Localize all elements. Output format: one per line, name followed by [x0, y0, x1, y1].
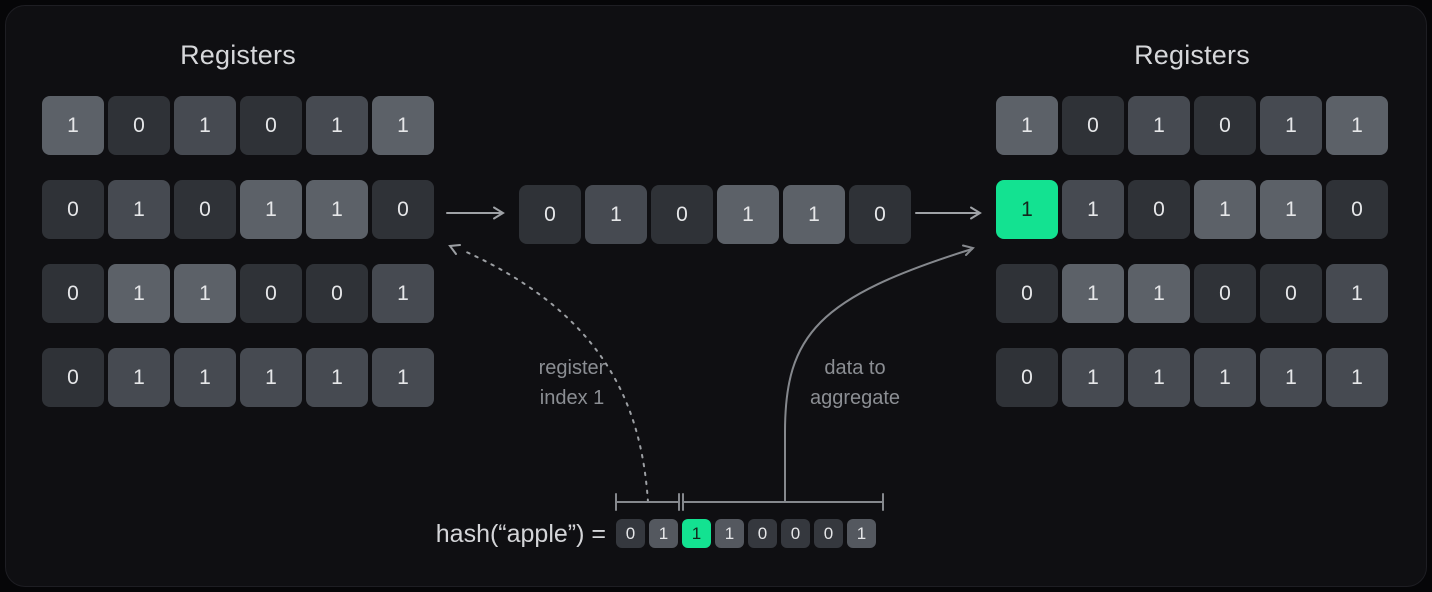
left-register-cell: 1 — [306, 96, 368, 155]
left-register-cell: 1 — [108, 180, 170, 239]
right-register-cell: 1 — [1326, 348, 1388, 407]
left-register-cell: 1 — [174, 96, 236, 155]
left-register-cell: 0 — [42, 348, 104, 407]
register-index-label-line1: register — [538, 357, 606, 379]
register-index-label: register index 1 — [452, 353, 692, 413]
left-register-cell: 1 — [174, 348, 236, 407]
right-register-cell: 1 — [1260, 348, 1322, 407]
hash-bit: 0 — [781, 519, 810, 548]
right-register-cell: 0 — [1128, 180, 1190, 239]
register-index-label-line2: index 1 — [539, 387, 605, 409]
left-register-cell: 0 — [240, 264, 302, 323]
right-register-cell: 1 — [1128, 96, 1190, 155]
left-register-cell: 1 — [306, 180, 368, 239]
right-register-cell: 0 — [1260, 264, 1322, 323]
incoming-value-cell: 1 — [585, 185, 647, 244]
left-register-cell: 1 — [42, 96, 104, 155]
incoming-value-cell: 1 — [717, 185, 779, 244]
left-register-cell: 0 — [306, 264, 368, 323]
right-register-cell: 1 — [1128, 264, 1190, 323]
right-register-cell: 1 — [1062, 264, 1124, 323]
right-register-cell: 1 — [1194, 180, 1256, 239]
left-register-cell: 1 — [108, 348, 170, 407]
right-register-cell: 1 — [1326, 96, 1388, 155]
hash-bit: 1 — [847, 519, 876, 548]
right-registers-title: Registers — [1134, 40, 1250, 70]
left-register-cell: 1 — [372, 96, 434, 155]
right-register-cell: 0 — [1062, 96, 1124, 155]
left-register-cell: 1 — [240, 348, 302, 407]
right-register-cell: 0 — [996, 264, 1058, 323]
right-register-cell: 1 — [1128, 348, 1190, 407]
left-registers-title: Registers — [180, 40, 296, 70]
incoming-value-cell: 0 — [849, 185, 911, 244]
left-register-cell: 1 — [372, 348, 434, 407]
right-register-cell: 0 — [1194, 264, 1256, 323]
incoming-value-cell: 1 — [783, 185, 845, 244]
left-register-cell: 1 — [174, 264, 236, 323]
right-register-cell: 1 — [1062, 348, 1124, 407]
data-to-aggregate-label: data to aggregate — [735, 353, 975, 413]
data-to-aggregate-label-line2: aggregate — [809, 387, 901, 409]
data-to-aggregate-label-line1: data to — [824, 357, 886, 379]
left-register-cell: 0 — [108, 96, 170, 155]
hash-bit: 0 — [748, 519, 777, 548]
left-register-cell: 1 — [108, 264, 170, 323]
right-register-cell: 1 — [1326, 264, 1388, 323]
left-register-cell: 0 — [240, 96, 302, 155]
hash-expression-label: hash(“apple”) = — [435, 520, 606, 548]
right-register-cell: 1 — [996, 96, 1058, 155]
hash-bit: 1 — [682, 519, 711, 548]
hash-bit: 0 — [616, 519, 645, 548]
right-register-cell: 0 — [1326, 180, 1388, 239]
left-register-cell: 1 — [372, 264, 434, 323]
right-register-cell: 1 — [1260, 180, 1322, 239]
incoming-value-cell: 0 — [519, 185, 581, 244]
left-register-cell: 1 — [306, 348, 368, 407]
right-register-cell: 1 — [996, 180, 1058, 239]
left-register-cell: 0 — [42, 180, 104, 239]
left-register-cell: 1 — [240, 180, 302, 239]
hash-bit: 0 — [814, 519, 843, 548]
left-register-cell: 0 — [372, 180, 434, 239]
hash-bit: 1 — [649, 519, 678, 548]
left-register-cell: 0 — [174, 180, 236, 239]
hash-bit: 1 — [715, 519, 744, 548]
right-register-cell: 0 — [1194, 96, 1256, 155]
right-register-cell: 1 — [1194, 348, 1256, 407]
right-register-cell: 1 — [1062, 180, 1124, 239]
incoming-value-cell: 0 — [651, 185, 713, 244]
right-register-cell: 1 — [1260, 96, 1322, 155]
right-register-cell: 0 — [996, 348, 1058, 407]
left-register-cell: 0 — [42, 264, 104, 323]
